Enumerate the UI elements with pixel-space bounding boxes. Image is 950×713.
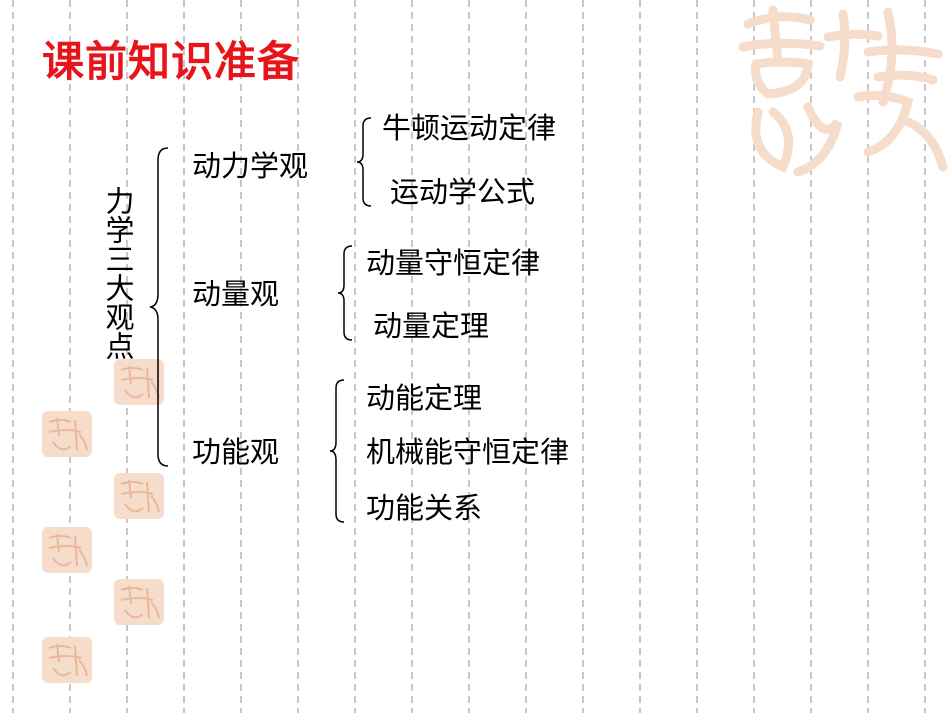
- slide-title: 课前知识准备: [42, 37, 301, 86]
- item-kinematics-formulas: 运动学公式: [390, 175, 536, 209]
- item-mechanical-energy-conservation: 机械能守恒定律: [366, 435, 570, 469]
- branch-label-energy: 功能观: [192, 435, 280, 469]
- root-brace: [149, 147, 169, 467]
- branch-label-momentum: 动量观: [192, 277, 280, 311]
- seal-stamp: [113, 578, 165, 626]
- dynamics-brace: [356, 117, 372, 207]
- seal-stamp: [113, 358, 165, 406]
- branch-label-dynamics: 动力学观: [192, 149, 309, 183]
- seal-stamp: [41, 526, 93, 574]
- item-work-energy-theorem: 动能定理: [366, 381, 483, 415]
- item-newton-laws: 牛顿运动定律: [382, 111, 557, 145]
- seal-stamp: [41, 636, 93, 684]
- calligraphy-watermark: [738, 5, 948, 177]
- momentum-brace: [337, 245, 353, 341]
- item-momentum-conservation: 动量守恒定律: [366, 246, 541, 280]
- root-label: 力学三大观点: [101, 186, 135, 360]
- item-work-energy-relation: 功能关系: [366, 491, 483, 525]
- item-impulse-momentum-theorem: 动量定理: [373, 309, 490, 343]
- seal-stamp: [41, 410, 93, 458]
- seal-stamp: [113, 472, 165, 520]
- energy-brace: [329, 379, 345, 523]
